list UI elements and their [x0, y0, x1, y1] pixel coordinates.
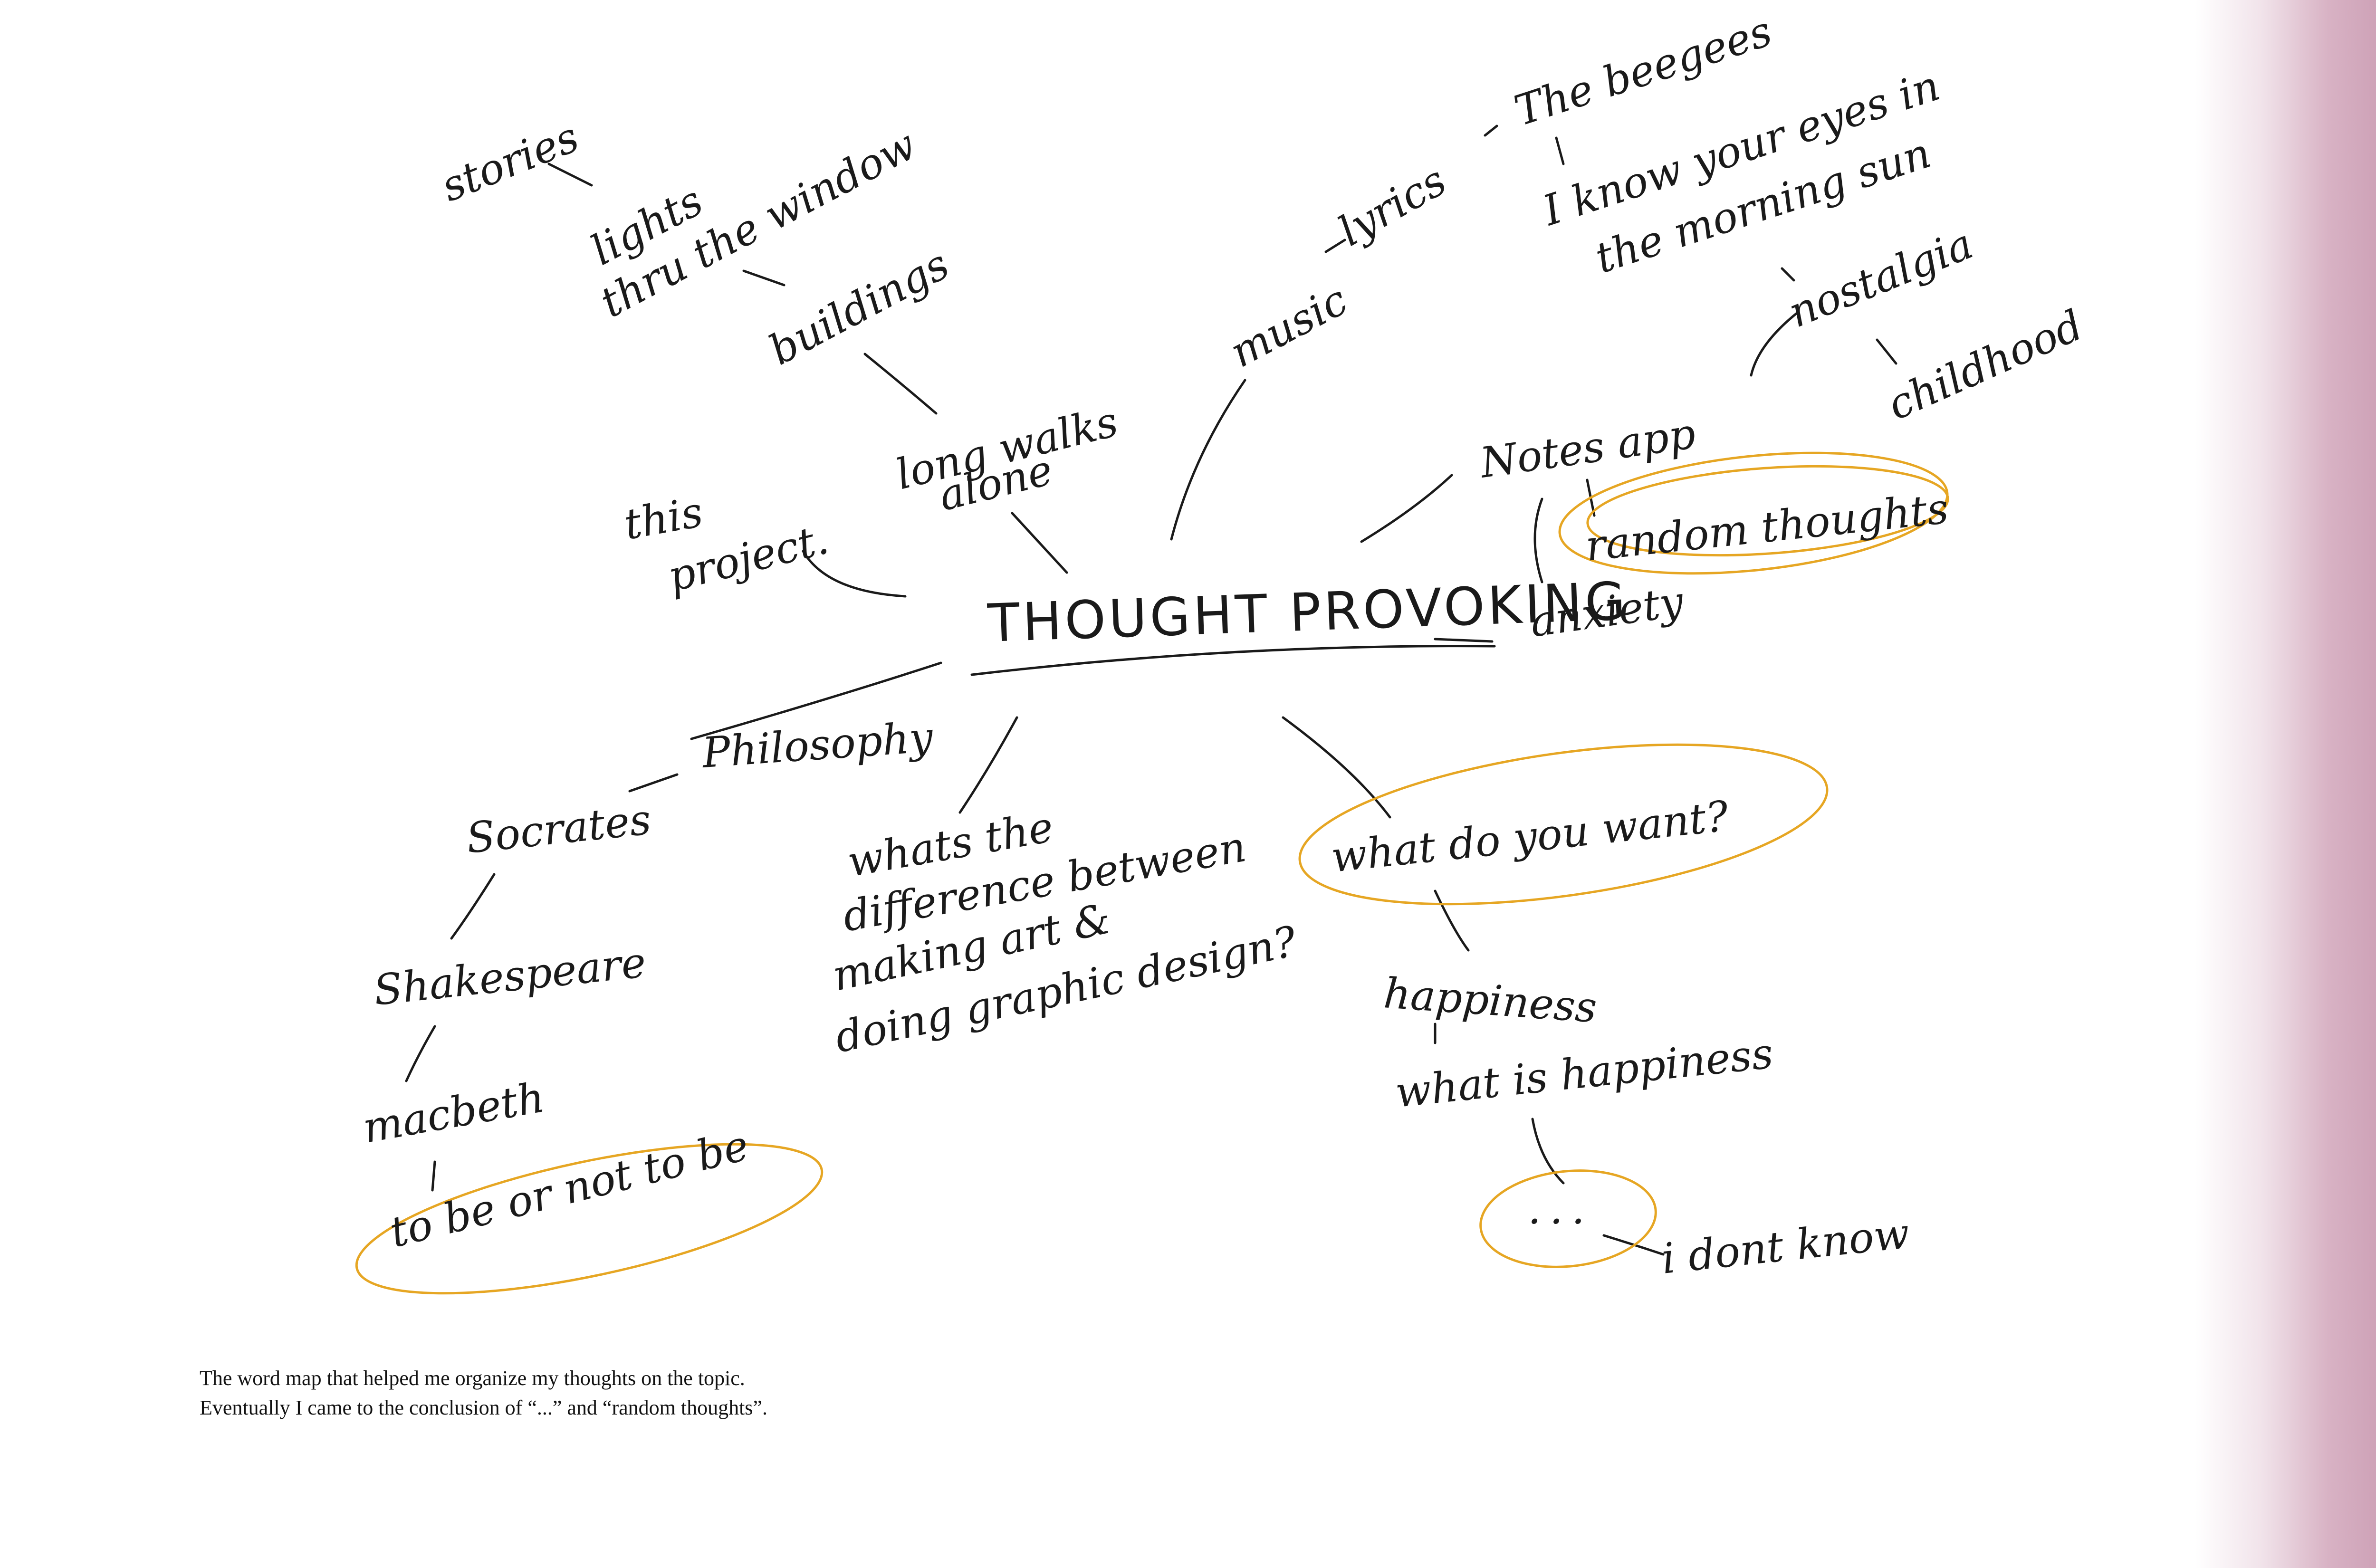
connector-nostalgia-childhood [1876, 338, 1897, 365]
highlight-to-be [355, 1143, 824, 1295]
node-happiness: happiness [1382, 968, 1599, 1032]
highlight-what-do-you-want [1298, 743, 1829, 906]
connectors [405, 124, 1897, 1256]
node-random-thoughts: random thoughts [1583, 484, 1951, 571]
connector-window-buildings [742, 269, 786, 287]
connector-whatis-dots [1531, 1118, 1565, 1185]
connector-shakespeare-macbeth [405, 1025, 436, 1082]
node-this: this [621, 488, 707, 549]
connector-center-anxiety [1434, 638, 1494, 643]
node-what-do-you-want: what do you want? [1329, 792, 1731, 882]
node-childhood: childhood [1880, 300, 2090, 430]
connector-center-difference [958, 716, 1018, 814]
connector-beegees-song [1555, 136, 1565, 165]
connector-want-happiness [1434, 889, 1470, 952]
connector-notes-anxiety [1533, 497, 1543, 583]
node-to-be: to be or not to be [385, 1120, 753, 1257]
node-nostalgia: nostalgia [1782, 219, 1980, 337]
connector-project-center [802, 550, 907, 598]
center-underline [970, 645, 1496, 676]
connector-lyrics-beegees [1484, 124, 1498, 137]
caption-line-1: The word map that helped me organize my … [200, 1367, 745, 1390]
figure-caption: The word map that helped me organize my … [200, 1364, 1340, 1423]
node-beegees: The beegees [1509, 6, 1778, 135]
connector-walks-center [1011, 512, 1068, 574]
connector-philosophy-socrates [628, 773, 679, 793]
connector-song-nostalgia [1781, 267, 1795, 282]
node-what-is-happiness: what is happiness [1393, 1029, 1775, 1117]
node-dots: ... [1528, 1185, 1593, 1233]
node-notes-app: Notes app [1476, 409, 1699, 488]
connector-music-lyrics [1324, 239, 1346, 253]
node-buildings: buildings [761, 239, 957, 374]
highlights [355, 451, 1949, 1295]
node-socrates: Socrates [464, 795, 653, 863]
connector-music-center [1170, 379, 1246, 541]
connector-buildings-walks [863, 353, 938, 415]
node-lyrics: lyrics [1330, 156, 1455, 256]
node-i-dont-know: i dont know [1659, 1209, 1912, 1283]
node-macbeth: macbeth [359, 1072, 548, 1152]
node-philosophy: Philosophy [699, 712, 935, 777]
node-stories: stories [434, 112, 585, 211]
connector-socrates-shakespeare [450, 873, 496, 940]
connector-notes-center [1360, 474, 1453, 543]
highlight-dots [1479, 1169, 1657, 1268]
connector-center-want [1282, 716, 1391, 819]
node-music: music [1222, 275, 1355, 377]
highlight-random-thoughts-loop [1586, 465, 1949, 557]
words: THOUGHT PROVOKING stories lights thru th… [359, 6, 2090, 1283]
node-shakespeare: Shakespeare [371, 937, 648, 1015]
caption-line-2: Eventually I came to the conclusion of “… [200, 1396, 767, 1419]
connector-macbeth-tobe [431, 1160, 436, 1192]
connector-center-philosophy [690, 661, 942, 740]
connector-nostalgia-notes [1750, 312, 1798, 377]
connector-stories-lights [547, 163, 593, 187]
